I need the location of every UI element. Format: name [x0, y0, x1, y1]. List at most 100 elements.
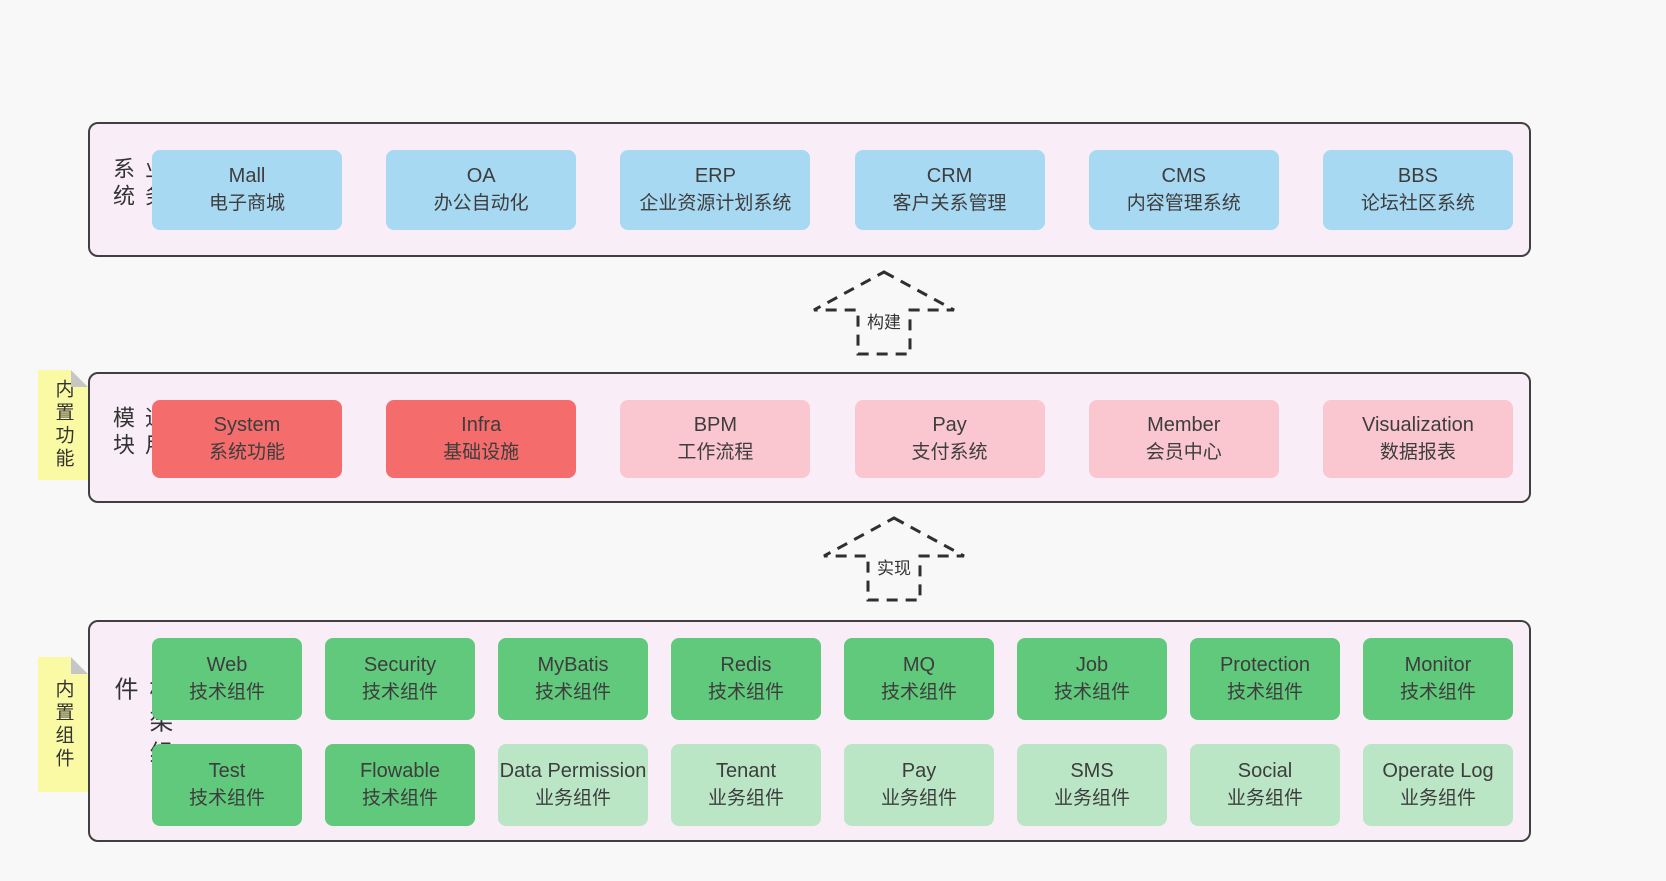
- box-tenant-desc: 业务组件: [707, 788, 784, 809]
- box-mybatis: MyBatis 技术组件: [498, 638, 648, 720]
- box-bbs: BBS 论坛社区系统: [1322, 150, 1513, 230]
- box-oa-name: OA: [466, 165, 496, 187]
- business-systems-row: Mall 电子商城 OA 办公自动化 ERP 企业资源计划系统 CRM 客户关系…: [152, 150, 1513, 230]
- box-operate-log: Operate Log 业务组件: [1363, 744, 1513, 826]
- box-cms: CMS 内容管理系统: [1088, 150, 1279, 230]
- box-member: Member 会员中心: [1088, 400, 1279, 478]
- box-bbs-desc: 论坛社区系统: [1360, 193, 1475, 214]
- box-crm: CRM 客户关系管理: [854, 150, 1045, 230]
- box-mq-name: MQ: [902, 654, 936, 676]
- box-monitor: Monitor 技术组件: [1363, 638, 1513, 720]
- box-mq-desc: 技术组件: [880, 682, 957, 703]
- built-in-features-sticky: 内置功能: [38, 370, 88, 480]
- box-flowable: Flowable 技术组件: [325, 744, 475, 826]
- box-bpm-name: BPM: [693, 414, 738, 436]
- box-erp: ERP 企业资源计划系统: [620, 150, 811, 230]
- box-redis-name: Redis: [720, 654, 772, 676]
- box-bpm: BPM 工作流程: [620, 400, 811, 478]
- box-pay-desc: 支付系统: [911, 442, 988, 463]
- box-pay-component-name: Pay: [901, 760, 937, 782]
- box-bbs-name: BBS: [1397, 165, 1438, 187]
- box-web-name: Web: [206, 654, 248, 676]
- build-arrow: 构建: [810, 268, 958, 358]
- box-test-name: Test: [208, 760, 246, 782]
- box-mall: Mall 电子商城: [152, 150, 342, 230]
- box-system-desc: 系统功能: [208, 442, 285, 463]
- box-sms-desc: 业务组件: [1053, 788, 1130, 809]
- box-web-desc: 技术组件: [188, 682, 265, 703]
- box-pay: Pay 支付系统: [854, 400, 1045, 478]
- box-redis: Redis 技术组件: [671, 638, 821, 720]
- up-arrow-icon: [823, 516, 965, 602]
- implement-arrow: 实现: [820, 514, 968, 604]
- box-cms-name: CMS: [1161, 165, 1206, 187]
- box-mall-name: Mall: [228, 165, 266, 187]
- box-job: Job 技术组件: [1017, 638, 1167, 720]
- framework-components-panel: 框架组件 Web 技术组件 Security 技术组件 MyBatis 技术组件…: [88, 620, 1531, 842]
- implement-arrow-label: 实现: [873, 554, 915, 579]
- box-operate-log-name: Operate Log: [1382, 760, 1494, 782]
- box-web: Web 技术组件: [152, 638, 302, 720]
- box-test-desc: 技术组件: [188, 788, 265, 809]
- box-flowable-name: Flowable: [359, 760, 441, 782]
- box-protection-name: Protection: [1219, 654, 1311, 676]
- framework-components-row-2: Test 技术组件 Flowable 技术组件 Data Permission …: [152, 744, 1513, 826]
- box-data-permission-desc: 业务组件: [534, 788, 611, 809]
- framework-components-row-1: Web 技术组件 Security 技术组件 MyBatis 技术组件 Redi…: [152, 638, 1513, 720]
- sticky-fold-corner-icon: [71, 370, 88, 387]
- box-monitor-name: Monitor: [1404, 654, 1472, 676]
- box-mybatis-name: MyBatis: [537, 654, 609, 676]
- box-job-desc: 技术组件: [1053, 682, 1130, 703]
- box-visualization-name: Visualization: [1361, 414, 1474, 436]
- box-crm-name: CRM: [926, 165, 973, 187]
- business-systems-panel: 业务系统 Mall 电子商城 OA 办公自动化 ERP 企业资源计划系统 CRM…: [88, 122, 1531, 257]
- box-flowable-desc: 技术组件: [361, 788, 438, 809]
- build-arrow-label: 构建: [863, 308, 905, 333]
- box-sms: SMS 业务组件: [1017, 744, 1167, 826]
- box-sms-name: SMS: [1070, 760, 1114, 782]
- built-in-features-text: 内置功能: [52, 379, 74, 471]
- box-operate-log-desc: 业务组件: [1399, 788, 1476, 809]
- box-mq: MQ 技术组件: [844, 638, 994, 720]
- box-job-name: Job: [1075, 654, 1109, 676]
- box-infra-desc: 基础设施: [443, 442, 520, 463]
- built-in-components-sticky: 内置组件: [38, 657, 88, 792]
- box-system: System 系统功能: [152, 400, 342, 478]
- box-erp-name: ERP: [694, 165, 736, 187]
- box-infra-name: Infra: [461, 414, 502, 436]
- box-oa: OA 办公自动化: [386, 150, 577, 230]
- box-test: Test 技术组件: [152, 744, 302, 826]
- box-mall-desc: 电子商城: [208, 193, 285, 214]
- box-oa-desc: 办公自动化: [433, 193, 529, 214]
- box-member-desc: 会员中心: [1145, 442, 1222, 463]
- box-mybatis-desc: 技术组件: [534, 682, 611, 703]
- box-security: Security 技术组件: [325, 638, 475, 720]
- box-data-permission-name: Data Permission: [499, 760, 647, 782]
- box-social-name: Social: [1237, 760, 1293, 782]
- sticky-fold-corner-icon: [71, 657, 88, 674]
- box-tenant-name: Tenant: [715, 760, 777, 782]
- common-modules-panel: 通用模块 System 系统功能 Infra 基础设施 BPM 工作流程 Pay…: [88, 372, 1531, 503]
- common-modules-row: System 系统功能 Infra 基础设施 BPM 工作流程 Pay 支付系统…: [152, 400, 1513, 478]
- box-social: Social 业务组件: [1190, 744, 1340, 826]
- up-arrow-icon: [813, 270, 955, 356]
- box-system-name: System: [213, 414, 281, 436]
- box-visualization-desc: 数据报表: [1379, 442, 1456, 463]
- box-pay-name: Pay: [932, 414, 967, 436]
- box-pay-component-desc: 业务组件: [880, 788, 957, 809]
- built-in-components-text: 内置组件: [52, 678, 74, 771]
- box-social-desc: 业务组件: [1226, 788, 1303, 809]
- box-redis-desc: 技术组件: [707, 682, 784, 703]
- box-monitor-desc: 技术组件: [1399, 682, 1476, 703]
- box-crm-desc: 客户关系管理: [892, 193, 1007, 214]
- box-protection: Protection 技术组件: [1190, 638, 1340, 720]
- box-security-name: Security: [363, 654, 437, 676]
- box-visualization: Visualization 数据报表: [1322, 400, 1513, 478]
- box-bpm-desc: 工作流程: [677, 442, 754, 463]
- box-security-desc: 技术组件: [361, 682, 438, 703]
- box-pay-component: Pay 业务组件: [844, 744, 994, 826]
- box-data-permission: Data Permission 业务组件: [498, 744, 648, 826]
- box-protection-desc: 技术组件: [1226, 682, 1303, 703]
- box-tenant: Tenant 业务组件: [671, 744, 821, 826]
- box-cms-desc: 内容管理系统: [1126, 193, 1241, 214]
